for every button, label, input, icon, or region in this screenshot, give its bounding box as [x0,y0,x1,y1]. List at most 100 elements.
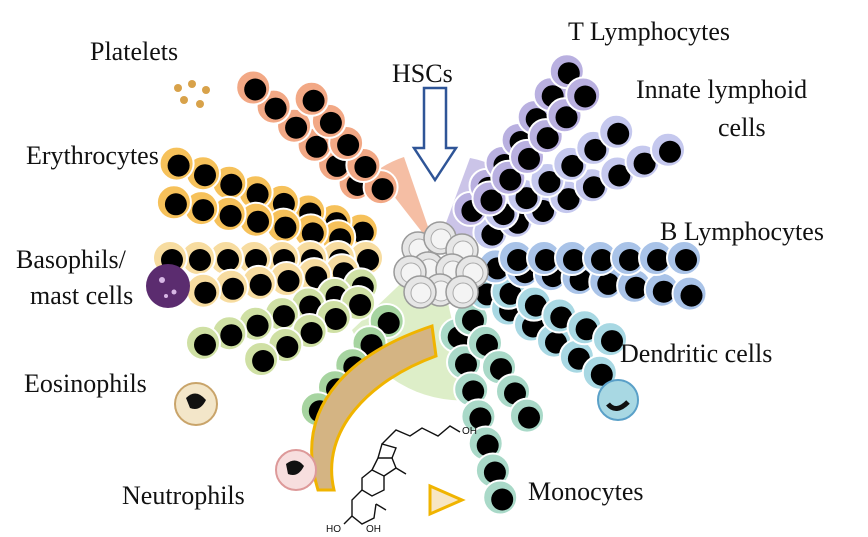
label-monocytes: Monocytes [528,477,644,506]
cell-nucleus [222,277,244,300]
cell-nucleus [247,210,269,233]
label-platelets: Platelets [90,37,178,66]
cell-nucleus [524,294,547,317]
cell-nucleus [220,324,243,347]
cell-nucleus [337,134,360,156]
label-basophils-line1: Basophils/ [16,245,127,274]
cell-nucleus [252,350,275,372]
cell-nucleus [633,152,656,175]
cell-nucleus [274,216,297,239]
hsc-label: HSCs [392,59,453,88]
cell-nucleus [194,333,216,356]
cell-nucleus [659,140,681,163]
cell-nucleus [244,78,267,101]
cell-nucleus [535,249,557,271]
cell-nucleus [591,249,613,271]
cell-nucleus [619,249,641,271]
cell-nucleus [299,295,322,318]
molecule-label: OH [366,524,381,535]
cell-nucleus [246,183,269,206]
cell-nucleus [499,168,522,191]
cell-nucleus [491,488,514,511]
cell-nucleus [608,164,631,187]
label-t-lymphocytes: T Lymphocytes [568,17,730,46]
basophil-icon [146,264,190,308]
cell-nucleus [647,249,669,271]
hsc-cluster [393,221,489,309]
cell-nucleus [349,294,372,316]
eosinophil-icon [174,382,218,426]
hsc-arrow-icon [411,86,459,183]
label-erythrocytes: Erythrocytes [26,141,159,170]
cell-nucleus [264,97,287,120]
cell-nucleus [675,249,697,271]
cell-nucleus [469,407,492,430]
cell-nucleus [455,353,477,376]
cell-nucleus [246,314,269,337]
cell-nucleus [550,306,573,329]
cell-nucleus [192,199,215,222]
dendritic-cell-icon [597,379,639,421]
label-innate-lymphoid-line1: Innate lymphoid [636,75,807,104]
cell-nucleus [249,273,272,296]
cell-nucleus [574,85,597,108]
cell-nucleus [300,322,323,344]
cell-nucleus [499,282,522,305]
cell-nucleus [507,249,529,271]
small-arrow-icon [428,483,466,517]
cell-nucleus [584,138,607,161]
cell-nucleus [324,308,347,330]
label-neutrophils: Neutrophils [122,481,245,510]
label-basophils-line2: mast cells [30,281,133,310]
cell-nucleus [582,176,605,199]
cell-nucleus [167,154,190,177]
cell-nucleus [561,154,584,177]
cell-nucleus [490,358,512,381]
cell-nucleus [220,173,243,196]
cell-nucleus [462,309,484,332]
cell-nucleus [652,280,675,303]
platelets-icon [174,80,210,108]
cell-nucleus [555,106,578,129]
hsc-nucleus [452,282,474,304]
cell-nucleus [462,380,485,403]
cell-nucleus [476,434,499,457]
label-dendritic-cells: Dendritic cells [620,339,772,368]
cell-nucleus [272,305,295,328]
cell-nucleus [625,276,648,299]
cell-nucleus [276,336,299,358]
cell-nucleus [538,171,561,193]
cell-nucleus [371,178,394,201]
label-innate-lymphoid-line2: cells [718,113,766,142]
cell-nucleus [164,193,187,216]
cell-nucleus [480,189,503,212]
cell-nucleus [590,363,613,386]
cell-nucleus [680,284,703,307]
cell-nucleus [194,164,216,187]
cell-nucleus [483,461,506,484]
cell-nucleus [302,89,325,112]
cell-chains [152,53,708,516]
cell-nucleus [194,281,217,304]
cell-nucleus [518,406,540,429]
cell-nucleus [301,222,324,245]
cell-nucleus [557,188,580,211]
cell-nucleus [285,116,308,139]
cell-nucleus [536,127,559,150]
cell-nucleus [305,135,328,158]
cell-nucleus [351,221,374,244]
cell-nucleus [319,111,342,134]
cell-nucleus [219,204,242,227]
cell-nucleus [377,312,400,334]
cell-nucleus [597,272,620,295]
label-eosinophils: Eosinophils [24,369,147,398]
cell-nucleus [217,249,239,271]
cell-nucleus [518,147,540,170]
cell-nucleus [357,249,379,271]
label-b-lymphocytes: B Lymphocytes [660,217,824,246]
molecule-label: OH [462,426,477,437]
cell-nucleus [189,249,211,271]
hsc-nucleus [410,282,432,304]
